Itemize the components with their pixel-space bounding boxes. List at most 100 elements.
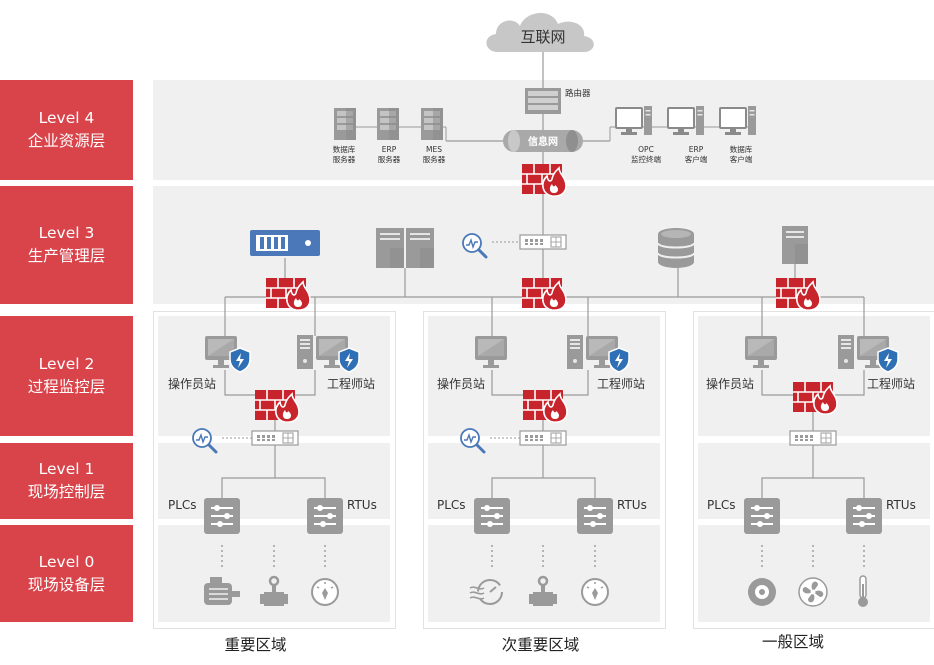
level-1-label: Level 1 现场控制层 [0, 443, 133, 519]
database-server-icon [334, 108, 356, 140]
level-2-number: Level 2 [38, 355, 95, 373]
zone3-rtu-icon [845, 497, 883, 535]
level-0-label: Level 0 现场设备层 [0, 525, 133, 622]
zone3-plc-icon [743, 497, 781, 535]
zone1-operator-label: 操作员站 [168, 376, 216, 391]
zone-3-network: 操作员站 工程师站 PLCs RTUs [706, 335, 916, 607]
zone-caption-1: 重要区域 [224, 636, 287, 654]
level-3-name: 生产管理层 [27, 247, 106, 265]
database-client-label-2: 客户端 [730, 154, 753, 164]
database-client-icon [719, 105, 757, 136]
level-3-number: Level 3 [38, 224, 95, 242]
opc-terminal-icon [615, 105, 653, 136]
zone3-engineer-shield-icon [877, 347, 899, 373]
router-icon [525, 88, 561, 114]
zone1-engineer-shield-icon [338, 347, 360, 373]
zone3-plc-label: PLCs [707, 498, 736, 512]
zone2-engineer-shield-icon [608, 347, 630, 373]
level-4-number: Level 4 [38, 109, 95, 127]
zone3-switch-icon [789, 430, 837, 446]
level-1-number: Level 1 [38, 460, 95, 478]
zone-outline-2 [423, 311, 666, 629]
zone-2-network: 操作员站 工程师站 PLCs RTUs [437, 335, 647, 606]
historian-server-icon [250, 230, 320, 256]
firewall-icon-zone3-top [775, 277, 821, 311]
level3-audit-probe-icon [461, 232, 488, 259]
database-icon [657, 228, 695, 268]
zone2-engineer-tower-icon [567, 335, 583, 369]
zone3-sensor-disc-icon [748, 578, 776, 606]
zone3-operator-station-icon [745, 336, 777, 368]
zone2-audit-probe-icon [459, 427, 486, 454]
firewall-icon-zone1-top [265, 277, 311, 311]
zone2-operator-label: 操作员站 [437, 376, 485, 391]
level-4-label: Level 4 企业资源层 [0, 80, 133, 180]
firewall-icon-l4-l3 [521, 163, 567, 197]
firewall-icon-zone2-top [521, 277, 567, 311]
zone3-rtu-label: RTUs [886, 498, 916, 512]
zone1-pressure-gauge-icon [311, 578, 339, 606]
level3-server-tower-icon [782, 226, 808, 264]
zone2-switch-icon [519, 430, 567, 446]
zone2-plc-label: PLCs [437, 498, 466, 512]
zone3-firewall-icon [792, 381, 838, 415]
zone1-valve-icon [260, 575, 288, 606]
zone2-flow-meter-icon [469, 579, 503, 605]
level-1-name: 现场控制层 [27, 483, 106, 501]
zone1-audit-probe-icon [191, 427, 218, 454]
level-0-name: 现场设备层 [27, 575, 106, 594]
erp-client-label-2: 客户端 [685, 154, 708, 164]
zone1-operator-shield-icon [229, 347, 251, 373]
zone2-rtu-icon [576, 497, 614, 535]
band-level-1-zone-3 [698, 443, 930, 519]
erp-server-label-1: ERP [382, 145, 397, 154]
erp-server-icon [377, 108, 399, 140]
band-level-1-zone-2 [428, 443, 660, 519]
zone-1-network: 操作员站 工程师站 PLCs RTUs [168, 335, 377, 606]
mes-server-label-1: MES [426, 145, 442, 154]
opc-terminal-label-1: OPC [638, 145, 654, 154]
band-level-2-zone-3 [698, 316, 930, 436]
database-server-label-1: 数据库 [333, 144, 356, 154]
zone2-operator-station-icon [475, 336, 507, 368]
application-server-icon [376, 228, 434, 268]
level-0-number: Level 0 [38, 552, 95, 571]
band-level-1-zone-1 [158, 443, 390, 519]
internet-label: 互联网 [520, 28, 565, 46]
opc-terminal-label-2: 监控终端 [631, 154, 661, 164]
database-server-label-2: 服务器 [333, 154, 356, 164]
zone2-pressure-gauge-icon [581, 578, 609, 606]
erp-server-label-2: 服务器 [378, 154, 401, 164]
zone2-plc-icon [473, 497, 511, 535]
info-network-label: 信息网 [528, 135, 558, 148]
zone1-rtu-icon [306, 497, 344, 535]
erp-client-icon [667, 105, 705, 136]
zone3-engineer-label: 工程师站 [867, 376, 915, 391]
mes-server-label-2: 服务器 [423, 154, 446, 164]
zone-outline-3 [693, 311, 934, 629]
level-2-name: 过程监控层 [27, 378, 106, 396]
info-network-pipe [503, 130, 583, 152]
zone1-plc-icon [203, 497, 241, 535]
zone-caption-2: 次重要区域 [501, 636, 580, 654]
zone2-rtu-label: RTUs [617, 498, 647, 512]
router-label: 路由器 [565, 88, 591, 99]
internet-cloud-icon [486, 12, 594, 52]
zone1-switch-icon [251, 430, 299, 446]
zone1-engineer-tower-icon [297, 335, 313, 369]
zone3-fan-icon [798, 577, 828, 607]
database-client-label-1: 数据库 [730, 144, 753, 154]
zone3-thermometer-icon [858, 575, 868, 607]
zone3-operator-label: 操作员站 [706, 376, 754, 391]
zone2-engineer-label: 工程师站 [597, 376, 645, 391]
zone-outline-1 [153, 311, 396, 629]
level-3-label: Level 3 生产管理层 [0, 186, 133, 304]
level-2-label: Level 2 过程监控层 [0, 316, 133, 436]
zone1-engineer-label: 工程师站 [327, 376, 375, 391]
zone-caption-3: 一般区域 [761, 633, 824, 651]
zone1-firewall-icon [254, 389, 300, 423]
mes-server-icon [421, 108, 443, 140]
zone1-motor-icon [204, 577, 240, 605]
